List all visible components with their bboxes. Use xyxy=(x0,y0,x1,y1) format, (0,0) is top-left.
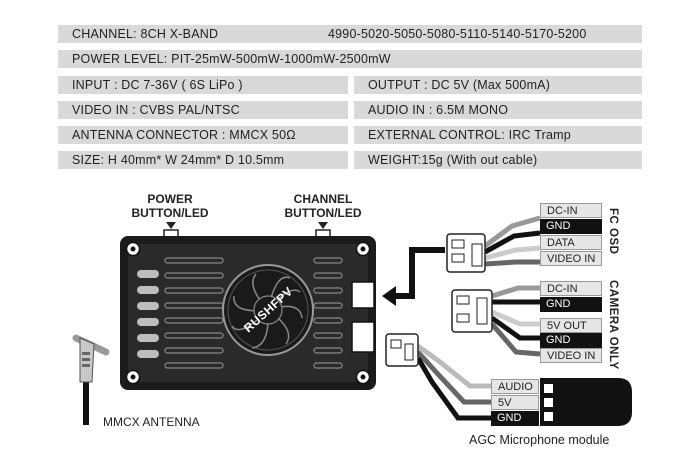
spec-antenna-connector: ANTENNA CONNECTOR : MMCX 50Ω xyxy=(58,126,348,144)
spec-output: OUTPUT : DC 5V (Max 500mA) xyxy=(354,76,642,94)
spec-channel-freqs: 4990-5020-5050-5080-5110-5140-5170-5200 xyxy=(328,27,587,41)
spec-external-control: EXTERNAL CONTROL: IRC Tramp xyxy=(354,126,642,144)
power-pointer-arrow xyxy=(166,222,176,229)
spec-audio-in: AUDIO IN : 6.5M MONO xyxy=(354,101,642,119)
camera-gnd-label: GND xyxy=(540,297,602,312)
channel-label-line-1: CHANNEL xyxy=(293,192,353,206)
fc-osd-harness xyxy=(446,215,541,273)
fc-osd-dc-in-label: DC-IN xyxy=(540,203,602,218)
mic-module-label: AGC Microphone module xyxy=(469,433,610,447)
spec-size: SIZE: H 40mm* W 24mm* D 10.5mm xyxy=(58,151,348,169)
camera-dc-in-label: DC-IN xyxy=(540,281,602,296)
power-label-line-1: POWER xyxy=(147,192,193,206)
camera-5v-out-label: 5V OUT xyxy=(540,318,602,333)
spec-channel-label: CHANNEL: 8CH X-BAND xyxy=(72,27,219,41)
spec-channel: CHANNEL: 8CH X-BAND 4990-5020-5050-5080-… xyxy=(58,25,642,43)
power-label-line-2: BUTTON/LED xyxy=(131,206,209,220)
fc-osd-video-in-label: VIDEO IN xyxy=(540,251,602,266)
camera-video-in-label: VIDEO IN xyxy=(540,348,602,363)
fc-osd-gnd-label: GND xyxy=(540,219,602,234)
spec-weight: WEIGHT:15g (With out cable) xyxy=(354,151,642,169)
mic-5v-label: 5V xyxy=(491,395,539,410)
cooling-fan xyxy=(222,264,314,356)
mic-module xyxy=(540,378,632,426)
camera-harness xyxy=(451,285,541,357)
fc-osd-data-label: DATA xyxy=(540,235,602,250)
mmcx-antenna xyxy=(72,334,110,425)
camera-gnd-2-label: GND xyxy=(540,333,602,348)
power-button-label: POWER BUTTON/LED xyxy=(120,192,220,220)
camera-only-group-label: CAMERA ONLY xyxy=(607,280,619,370)
fc-osd-arrow-head xyxy=(382,286,396,306)
channel-label-line-2: BUTTON/LED xyxy=(284,206,362,220)
fc-osd-group-label: FC OSD xyxy=(607,208,619,255)
spec-input: INPUT : DC 7-36V ( 6S LiPo ) xyxy=(58,76,348,94)
spec-power-level: POWER LEVEL: PIT-25mW-500mW-1000mW-2500m… xyxy=(58,50,642,68)
mic-audio-label: AUDIO xyxy=(491,379,539,394)
antenna-label: MMCX ANTENNA xyxy=(103,415,200,429)
mic-harness xyxy=(385,333,492,421)
channel-button-label: CHANNEL BUTTON/LED xyxy=(273,192,373,220)
spec-video-in: VIDEO IN : CVBS PAL/NTSC xyxy=(58,101,348,119)
fc-osd-arrow xyxy=(395,247,445,299)
mic-gnd-label: GND xyxy=(491,411,539,426)
channel-pointer-arrow xyxy=(318,222,328,229)
